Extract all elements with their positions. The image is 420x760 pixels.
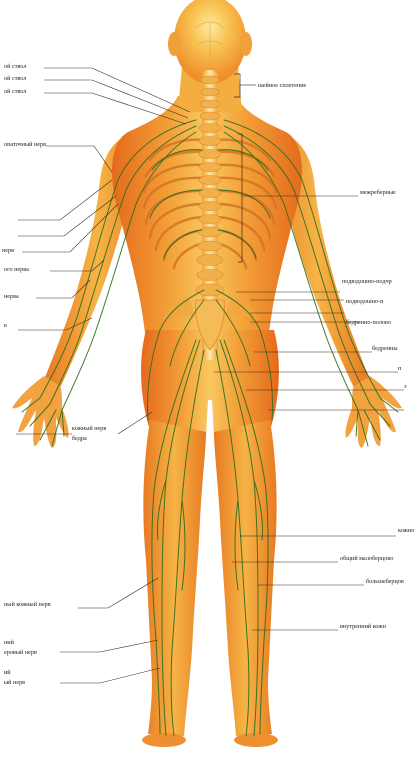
- label-left-11b: еровый нерв: [4, 649, 37, 656]
- label-right-8: з: [404, 383, 407, 390]
- label-left-9a: кожный нерв: [72, 425, 106, 432]
- left-ear: [168, 32, 180, 56]
- label-right-2: межреберные: [360, 189, 396, 196]
- label-right-12: внутренний кожн: [340, 623, 387, 630]
- label-right-6: бедренны: [372, 345, 398, 352]
- left-foot: [142, 733, 186, 747]
- label-left-2: ой ствол: [4, 75, 26, 82]
- label-left-6: ого нерва: [4, 266, 29, 273]
- label-left-5: нерв: [2, 247, 14, 254]
- label-right-4: подвздошно-п: [346, 298, 384, 305]
- label-right-10: общий малоберцово: [340, 555, 393, 562]
- label-left-4: опаточный нерв: [4, 141, 46, 148]
- left-hand: [12, 376, 69, 448]
- label-right-9: кожно: [398, 527, 414, 534]
- right-foot: [234, 733, 278, 747]
- label-left-9b: бедра: [72, 435, 87, 442]
- label-right-7: п: [398, 365, 402, 372]
- label-left-10: ный кожный нерв: [4, 601, 51, 608]
- label-left-8: в: [4, 322, 7, 329]
- label-left-11a: ний: [4, 639, 15, 646]
- label-left-12a: ий: [4, 669, 11, 676]
- label-right-3: подвздошно-подчр: [342, 278, 392, 285]
- label-left-1: ой ствол: [4, 63, 26, 70]
- label-right-1: шейное сплетение: [258, 82, 307, 89]
- label-right-5: бедренно-полово: [346, 319, 391, 326]
- right-ear: [240, 32, 252, 56]
- label-left-3: ой ствол: [4, 88, 26, 95]
- label-right-11: большеберцов: [366, 578, 404, 585]
- label-left-12b: ый нерв: [4, 679, 25, 686]
- label-left-7: нерва: [4, 293, 19, 300]
